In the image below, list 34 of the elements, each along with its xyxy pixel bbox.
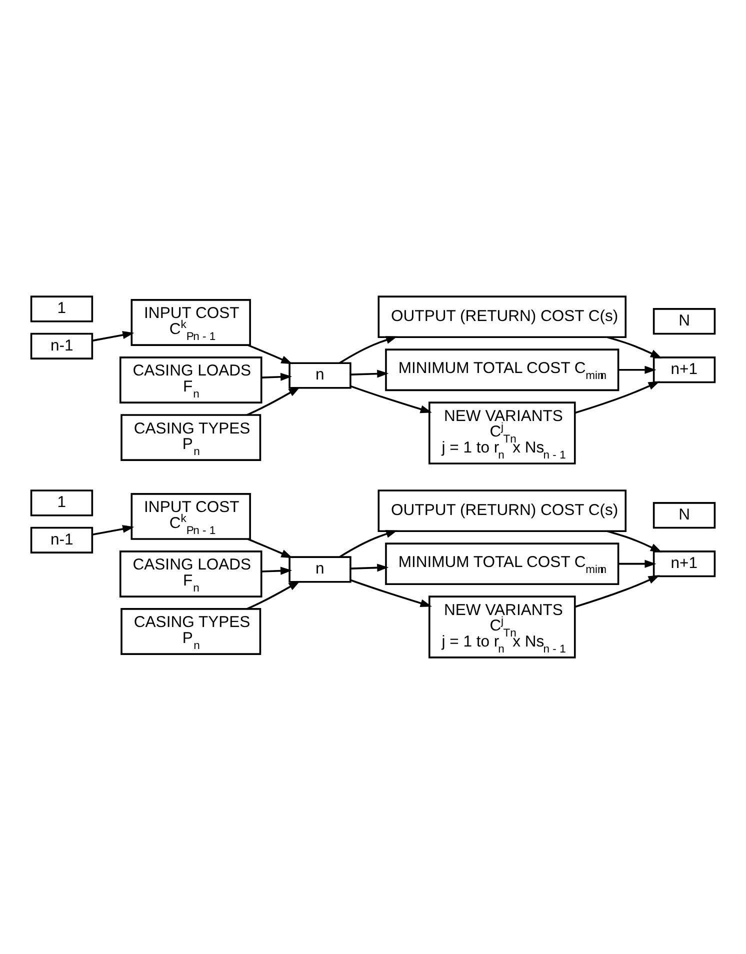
arrow [350,370,389,378]
arrow [261,566,292,575]
node-box: OUTPUT (RETURN) COST C(s) [378,296,627,338]
arrow [618,366,656,374]
arrow [261,372,292,381]
arrow [350,385,432,414]
node-box: n-1 [30,526,94,554]
arrow [339,336,398,364]
arrow [350,579,432,608]
node-box: 1 [30,490,94,516]
arrow [350,564,389,572]
node-box: N [652,308,716,335]
node-box: n+1 [652,550,716,578]
node-box: CASING TYPES P$_{n}$ [120,414,262,461]
node-box: n [288,556,352,583]
arrow [246,386,300,416]
arrow [618,560,656,568]
arrow [339,530,398,558]
arrow [92,525,134,536]
arrow [248,538,293,558]
node-box: CASING LOADS F$_{n}$ [119,356,262,404]
arrow [248,344,293,364]
node-box: n-1 [30,332,94,360]
arrow [574,575,660,608]
node-box: N [652,502,716,529]
node-box: n [288,362,352,389]
node-box: CASING TYPES P$_{n}$ [120,608,262,655]
arrow [92,331,134,342]
node-box: OUTPUT (RETURN) COST C(s) [378,490,627,532]
node-box: CASING LOADS F$_{n}$ [119,550,262,598]
node-box: 1 [30,296,94,322]
node-box: n+1 [652,356,716,384]
arrow [246,580,300,610]
arrow [574,381,660,414]
